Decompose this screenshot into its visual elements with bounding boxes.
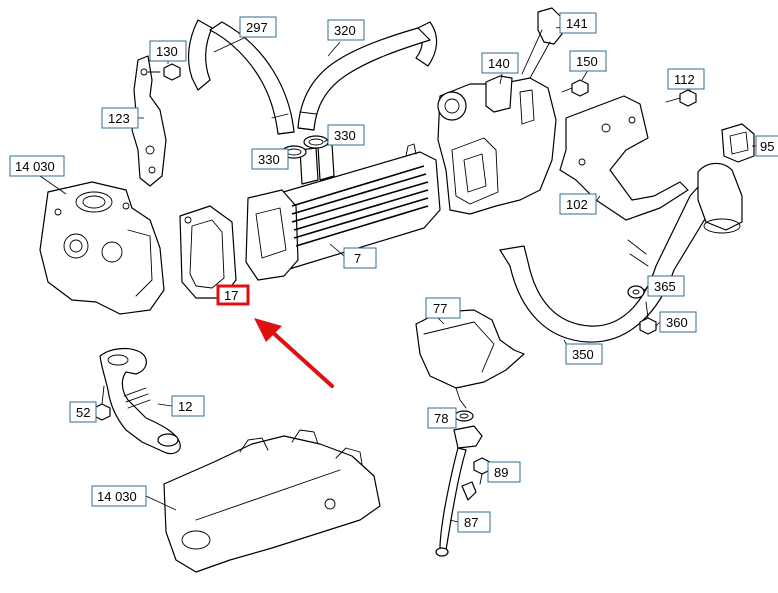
highlight-arrow bbox=[254, 318, 334, 388]
callout-label: 112 bbox=[674, 72, 695, 87]
bolt-360 bbox=[639, 301, 657, 335]
callout-297[interactable]: 297 bbox=[239, 16, 277, 38]
callout-150[interactable]: 150 bbox=[569, 50, 607, 72]
callout-label: 330 bbox=[334, 128, 356, 143]
bolt-130 bbox=[147, 63, 181, 81]
gasket-17 bbox=[179, 205, 237, 299]
washer-78 bbox=[454, 410, 474, 422]
callout-label: 87 bbox=[464, 515, 478, 530]
callout-330-right[interactable]: 330 bbox=[327, 124, 365, 146]
callout-17[interactable]: 17 bbox=[216, 284, 250, 306]
callout-330-left[interactable]: 330 bbox=[251, 148, 289, 170]
callout-140[interactable]: 140 bbox=[481, 52, 519, 74]
callout-label: 52 bbox=[76, 405, 90, 420]
callout-label: 12 bbox=[178, 399, 192, 414]
washer-365 bbox=[627, 285, 645, 299]
callout-label: 95 bbox=[760, 139, 774, 154]
hose-297 bbox=[188, 19, 295, 135]
callout-320[interactable]: 320 bbox=[327, 19, 365, 41]
callout-78[interactable]: 78 bbox=[427, 407, 457, 429]
callout-label: 17 bbox=[224, 288, 238, 303]
line-87 bbox=[435, 425, 483, 557]
callout-label: 320 bbox=[334, 23, 356, 38]
pipe-12 bbox=[99, 347, 181, 455]
callout-52[interactable]: 52 bbox=[69, 401, 97, 423]
callout-14030-top[interactable]: 14 030 bbox=[9, 155, 65, 177]
callout-label: 102 bbox=[566, 197, 588, 212]
callout-7[interactable]: 7 bbox=[343, 247, 377, 269]
callout-350[interactable]: 350 bbox=[565, 343, 603, 365]
egr-cooler-7 bbox=[245, 143, 441, 281]
callout-102[interactable]: 102 bbox=[559, 193, 597, 215]
callout-label: 78 bbox=[434, 411, 448, 426]
bracket-102 bbox=[559, 95, 689, 221]
callout-130[interactable]: 130 bbox=[149, 40, 187, 62]
callout-360[interactable]: 360 bbox=[659, 311, 697, 333]
callout-label: 365 bbox=[654, 279, 676, 294]
callout-label: 140 bbox=[488, 56, 510, 71]
callout-14030-bottom[interactable]: 14 030 bbox=[91, 485, 147, 507]
callout-141[interactable]: 141 bbox=[559, 12, 597, 34]
bolt-112 bbox=[665, 89, 697, 107]
callout-label: 330 bbox=[258, 152, 280, 167]
bolt-150 bbox=[561, 79, 589, 97]
callout-label: 14 030 bbox=[97, 489, 137, 504]
callout-365[interactable]: 365 bbox=[647, 275, 685, 297]
callout-87[interactable]: 87 bbox=[457, 511, 491, 533]
pipe-350 bbox=[499, 162, 743, 343]
hose-320 bbox=[297, 21, 438, 131]
heat-shield-77 bbox=[415, 309, 525, 409]
callout-label: 150 bbox=[576, 54, 598, 69]
callout-label: 14 030 bbox=[15, 159, 55, 174]
callout-label: 123 bbox=[108, 111, 130, 126]
exhaust-manifold-14030 bbox=[163, 429, 381, 573]
callout-label: 7 bbox=[354, 251, 361, 266]
callout-12[interactable]: 12 bbox=[171, 395, 205, 417]
callout-label: 89 bbox=[494, 465, 508, 480]
sensor-141 bbox=[521, 7, 563, 79]
callout-112[interactable]: 112 bbox=[667, 68, 705, 90]
callout-label: 130 bbox=[156, 44, 178, 59]
callout-77[interactable]: 77 bbox=[425, 297, 461, 319]
callout-123[interactable]: 123 bbox=[101, 107, 139, 129]
callout-label: 141 bbox=[566, 16, 588, 31]
callout-label: 297 bbox=[246, 20, 268, 35]
clip-95 bbox=[721, 123, 755, 163]
callout-label: 77 bbox=[433, 301, 447, 316]
callout-89[interactable]: 89 bbox=[487, 461, 521, 483]
egr-valve-140 bbox=[437, 75, 557, 215]
callout-95[interactable]: 95 bbox=[755, 135, 778, 157]
callout-label: 360 bbox=[666, 315, 688, 330]
callout-label: 350 bbox=[572, 347, 594, 362]
turbo-housing-14030 bbox=[39, 181, 165, 315]
